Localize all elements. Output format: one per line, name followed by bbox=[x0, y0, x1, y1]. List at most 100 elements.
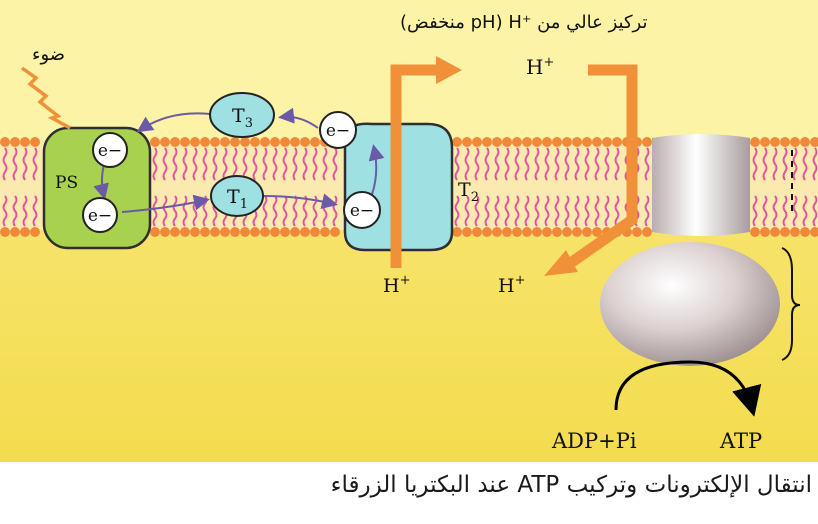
lipid-head bbox=[790, 137, 800, 147]
lipid-head bbox=[472, 227, 482, 237]
lipid-head bbox=[10, 137, 20, 147]
lipid-head bbox=[20, 137, 30, 147]
lipid-head bbox=[280, 227, 290, 237]
lipid-head bbox=[150, 227, 160, 237]
lipid-head bbox=[522, 227, 532, 237]
lipid-head bbox=[502, 137, 512, 147]
lipid-head bbox=[240, 227, 250, 237]
lipid-head bbox=[180, 227, 190, 237]
lipid-head bbox=[800, 227, 810, 237]
lipid-head bbox=[780, 137, 790, 147]
lipid-head bbox=[572, 137, 582, 147]
lipid-head bbox=[300, 227, 310, 237]
lipid-head bbox=[260, 227, 270, 237]
lipid-head bbox=[562, 227, 572, 237]
lipid-head bbox=[582, 137, 592, 147]
lipid-head bbox=[220, 137, 230, 147]
lipid-head bbox=[180, 137, 190, 147]
lipid-head bbox=[290, 227, 300, 237]
lipid-head bbox=[250, 227, 260, 237]
lipid-head bbox=[10, 227, 20, 237]
high-proton-concentration-label: تركيز عالي من ⁺H (pH منخفض) bbox=[400, 12, 647, 33]
lipid-head bbox=[320, 227, 330, 237]
lipid-head bbox=[642, 227, 652, 237]
lipid-head bbox=[642, 137, 652, 147]
lipid-head bbox=[522, 137, 532, 147]
lipid-head bbox=[592, 137, 602, 147]
lipid-head bbox=[770, 227, 780, 237]
lipid-head bbox=[780, 227, 790, 237]
adp-pi-label: ADP+Pi bbox=[551, 429, 637, 453]
electron-t2-bottom-label: e− bbox=[350, 201, 374, 221]
lipid-head bbox=[150, 137, 160, 147]
lipid-head bbox=[760, 137, 770, 147]
lipid-head bbox=[552, 227, 562, 237]
lipid-head bbox=[290, 137, 300, 147]
lipid-head bbox=[492, 227, 502, 237]
atp-synthase-head bbox=[600, 242, 780, 366]
lipid-head bbox=[260, 137, 270, 147]
light-label: ضوء bbox=[32, 44, 65, 65]
lipid-head bbox=[330, 227, 340, 237]
lipid-head bbox=[542, 227, 552, 237]
lipid-head bbox=[542, 137, 552, 147]
lipid-head bbox=[512, 227, 522, 237]
atp-synthase-stalk bbox=[652, 134, 750, 236]
lipid-head bbox=[462, 137, 472, 147]
lipid-head bbox=[280, 137, 290, 147]
lipid-head bbox=[250, 137, 260, 147]
lipid-head bbox=[20, 227, 30, 237]
lipid-head bbox=[170, 137, 180, 147]
lipid-head bbox=[230, 137, 240, 147]
lipid-head bbox=[582, 227, 592, 237]
lipid-head bbox=[532, 227, 542, 237]
lipid-head bbox=[632, 227, 642, 237]
lipid-head bbox=[750, 137, 760, 147]
lipid-head bbox=[612, 137, 622, 147]
lipid-head bbox=[230, 227, 240, 237]
caption-text: انتقال الإلكترونات وتركيب ATP عند البكتر… bbox=[331, 472, 812, 498]
lipid-head bbox=[452, 227, 462, 237]
electron-t2-top-label: e− bbox=[326, 121, 350, 141]
lipid-head bbox=[562, 137, 572, 147]
lipid-head bbox=[502, 227, 512, 237]
lipid-head bbox=[482, 137, 492, 147]
lipid-head bbox=[760, 227, 770, 237]
lipid-head bbox=[210, 227, 220, 237]
lipid-head bbox=[310, 137, 320, 147]
lipid-head bbox=[602, 137, 612, 147]
ps-label: PS bbox=[55, 173, 78, 193]
electron-ps-top-label: e− bbox=[98, 141, 122, 161]
lipid-head bbox=[462, 227, 472, 237]
lipid-head bbox=[170, 227, 180, 237]
electron-ps-bottom-label: e− bbox=[88, 206, 112, 226]
lipid-head bbox=[770, 137, 780, 147]
lipid-head bbox=[452, 137, 462, 147]
lipid-head bbox=[310, 227, 320, 237]
lipid-head bbox=[160, 137, 170, 147]
lipid-head bbox=[552, 137, 562, 147]
lipid-head bbox=[210, 137, 220, 147]
lipid-head bbox=[300, 137, 310, 147]
lipid-head bbox=[532, 137, 542, 147]
lipid-head bbox=[190, 227, 200, 237]
lipid-head bbox=[492, 137, 502, 147]
caption-bar: انتقال الإلكترونات وتركيب ATP عند البكتر… bbox=[0, 462, 818, 524]
lipid-head bbox=[160, 227, 170, 237]
lipid-head bbox=[30, 137, 40, 147]
lipid-head bbox=[200, 227, 210, 237]
lipid-head bbox=[512, 137, 522, 147]
lipid-head bbox=[482, 227, 492, 237]
lipid-head bbox=[472, 137, 482, 147]
lipid-head bbox=[790, 227, 800, 237]
lipid-head bbox=[0, 137, 10, 147]
atp-label: ATP bbox=[719, 429, 762, 453]
diagram-svg: PS e− e− e− e− T3 bbox=[0, 0, 818, 462]
lipid-head bbox=[240, 137, 250, 147]
lipid-head bbox=[270, 137, 280, 147]
lipid-head bbox=[572, 227, 582, 237]
lipid-head bbox=[190, 137, 200, 147]
lipid-head bbox=[30, 227, 40, 237]
lipid-head bbox=[800, 137, 810, 147]
lipid-head bbox=[750, 227, 760, 237]
